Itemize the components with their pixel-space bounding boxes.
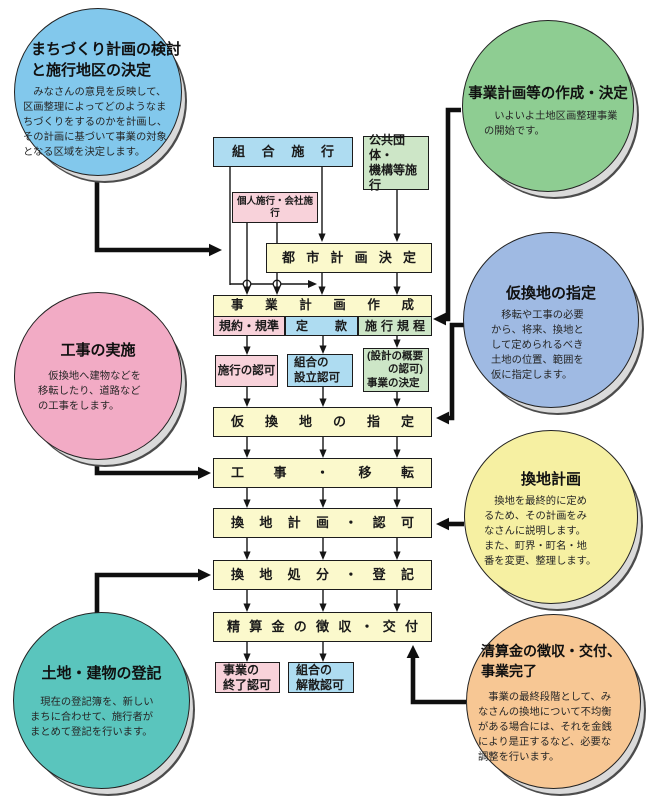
box-city-plan-decision: 都市計画決定	[266, 243, 432, 273]
box-rules-standards: 規約・規準	[213, 316, 285, 336]
circle-project-plan-title: 事業計画等の作成・決定	[468, 86, 628, 102]
box-execution-approval-label: 施行の認可	[217, 364, 276, 377]
box-execution-approval: 施行の認可	[215, 355, 278, 387]
box-replotting-disposal-registration-label: 換地処分・登記	[231, 566, 414, 582]
box-union-dissolution-approval-label: 組合の 解散認可	[296, 662, 345, 692]
circle-project-plan-body: いよいよ土地区画整理事業 の開始です。	[484, 111, 618, 137]
circle-temporary-replotting-title: 仮換地の指定	[505, 285, 596, 302]
circle-settlement-completion-title: 清算金の徴収・交付、 事業完了	[481, 643, 621, 680]
box-union-execution: 組合施行	[213, 137, 353, 167]
box-union-execution-label: 組合施行	[232, 143, 334, 159]
box-project-completion-approval: 事業の 終了認可	[215, 662, 280, 693]
circle-project-plan: 事業計画等の作成・決定 いよいよ土地区画整理事業 の開始です。	[462, 20, 634, 192]
circle-temporary-replotting-body: 移転や工事の必要 から、将来、換地と して定められるべき 土地の位置、範囲を 仮…	[491, 310, 584, 381]
box-project-plan-creation: 事業計画作成	[213, 295, 432, 317]
box-individual-company-execution-label: 個人施行・会社施行	[236, 195, 313, 219]
box-public-body-execution-label: 公共団体・ 機構等施行	[369, 133, 418, 192]
box-individual-company-execution: 個人施行・会社施行	[232, 192, 318, 223]
box-settlement-collection-payment-label: 精算金の徴収・交付	[227, 618, 418, 634]
box-project-plan-creation-label: 事業計画作成	[231, 298, 414, 313]
circle-construction: 工事の実施 仮換地へ建物などを 移転したり、道路など の工事をします。	[14, 292, 182, 460]
circle-replotting-plan: 換地計画 換地を最終的に定め るため、その計画をみ なさんに説明します。 また、…	[464, 430, 638, 604]
box-project-decision-label: (設計の概要 の認可) 事業の決定	[367, 350, 423, 389]
box-articles-label: 定款	[296, 318, 347, 333]
circle-settlement-completion: 清算金の徴収・交付、 事業完了 事業の最終段階として、み なさんの換地について不…	[466, 614, 641, 789]
box-temporary-replotting-designation: 仮換地の指定	[213, 407, 432, 437]
box-union-establishment-approval: 組合の 設立認可	[287, 354, 353, 387]
circle-construction-body: 仮換地へ建物などを 移転したり、道路など の工事をします。	[38, 371, 141, 412]
circle-construction-title: 工事の実施	[60, 342, 136, 359]
box-replotting-plan-approval-label: 換地計画・認可	[231, 514, 414, 530]
circle-temporary-replotting: 仮換地の指定 移転や工事の必要 から、将来、換地と して定められるべき 土地の位…	[463, 232, 639, 408]
circle-land-building-registration-title: 土地・建物の登記	[41, 665, 162, 682]
box-rules-standards-label: 規約・規準	[219, 318, 280, 333]
box-articles: 定款	[285, 316, 358, 336]
box-temporary-replotting-designation-label: 仮換地の指定	[231, 413, 414, 429]
circle-land-building-registration-body: 現在の登記簿を、新しい まちに合わせて、施行者が まとめて登記を行います。	[30, 697, 154, 738]
box-union-establishment-approval-label: 組合の 設立認可	[294, 357, 340, 384]
circle-settlement-completion-body: 事業の最終段階として、み なさんの換地について不均衡 がある場合には、それを金銭…	[478, 692, 612, 763]
box-replotting-plan-approval: 換地計画・認可	[213, 508, 432, 538]
circle-town-planning: まちづくり計画の検討 と施行地区の決定 みなさんの意見を反映して、 区画整理によ…	[14, 8, 182, 176]
box-project-completion-approval-label: 事業の 終了認可	[223, 662, 272, 692]
box-execution-regulations: 施行規程	[358, 316, 432, 336]
box-replotting-disposal-registration: 換地処分・登記	[213, 560, 432, 590]
circle-land-building-registration: 土地・建物の登記 現在の登記簿を、新しい まちに合わせて、施行者が まとめて登記…	[13, 612, 190, 789]
box-project-decision: (設計の概要 の認可) 事業の決定	[363, 348, 429, 392]
box-construction-relocation-label: 工事・移転	[231, 464, 414, 480]
box-execution-regulations-label: 施行規程	[365, 318, 425, 333]
circle-replotting-plan-body: 換地を最終的に定め るため、その計画をみ なさんに説明します。 また、町界・町名…	[484, 496, 597, 567]
box-city-plan-decision-label: 都市計画決定	[282, 249, 416, 265]
box-construction-relocation: 工事・移転	[213, 458, 432, 488]
box-public-body-execution: 公共団体・ 機構等施行	[363, 133, 429, 192]
circle-town-planning-title: まちづくり計画の検討 と施行地区の決定	[31, 41, 182, 79]
box-settlement-collection-payment: 精算金の徴収・交付	[213, 612, 432, 642]
circle-replotting-plan-title: 換地計画	[520, 471, 581, 488]
box-union-dissolution-approval: 組合の 解散認可	[288, 662, 354, 693]
circle-town-planning-body: みなさんの意見を反映して、 区画整理によってどのようなま ちづくりをするのかを計…	[23, 87, 168, 158]
